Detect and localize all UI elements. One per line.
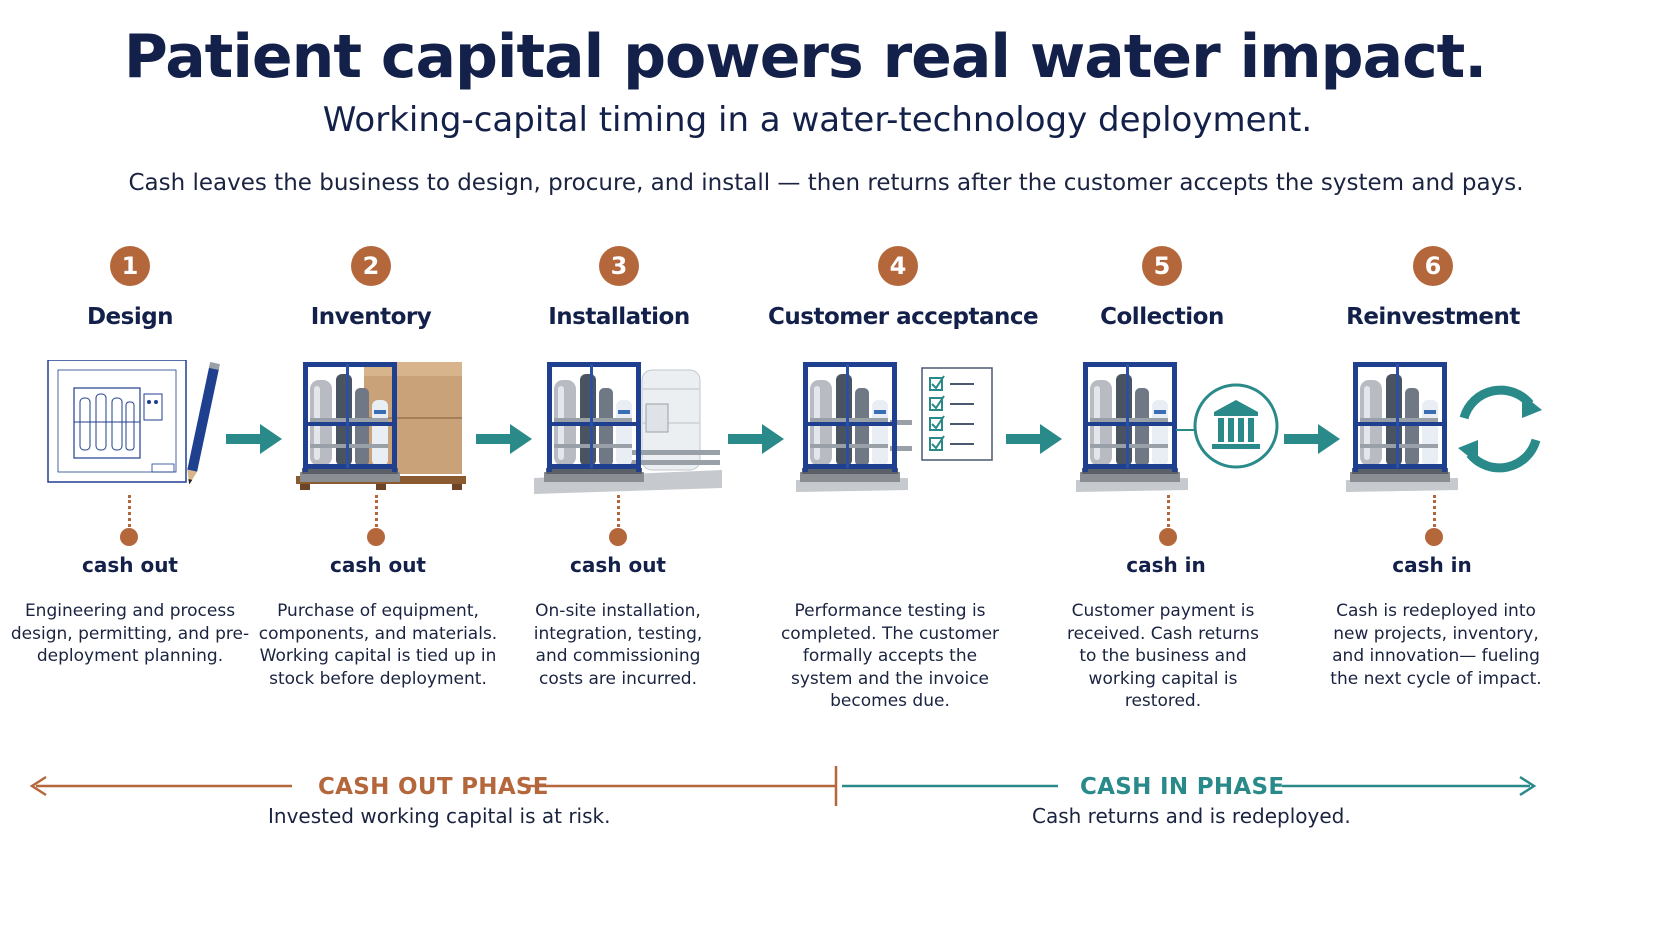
step-reinvestment: 6 Reinvestment [1303, 246, 1563, 330]
step-description: On-site installation, integration, testi… [533, 601, 703, 689]
phase-timeline [29, 766, 1537, 806]
cash-marker [608, 495, 628, 547]
water-skid-and-crate-icon [296, 362, 466, 490]
cash-direction-label: cash in [1392, 553, 1472, 577]
step-description: Cash is redeployed into new projects, in… [1330, 601, 1542, 689]
step-title: Installation [548, 304, 690, 330]
step-description: Customer payment is received. Cash retur… [1067, 601, 1259, 711]
step-title: Inventory [310, 304, 432, 330]
checklist-icon [796, 362, 993, 492]
page-lede: Cash leaves the business to design, proc… [128, 170, 1524, 196]
step-number-badge: 2 [351, 246, 391, 286]
cash-marker [366, 495, 386, 547]
step-description: Performance testing is completed. The cu… [780, 601, 1000, 711]
cash-direction-label: cash out [82, 553, 178, 577]
step-inventory: 2 Inventory [241, 246, 501, 330]
water-skid-and-tank-icon [534, 362, 722, 494]
page-subtitle: Working-capital timing in a water-techno… [322, 100, 1313, 140]
step-collection: 5 Collection [1032, 246, 1292, 330]
step-customer-acceptance: 4 Customer acceptance [768, 246, 1039, 330]
cash-marker [119, 495, 139, 547]
cycle-arrows-icon [1346, 362, 1542, 492]
cash-out-phase-subtitle: Invested working capital is at risk. [268, 804, 611, 828]
step-installation: 3 Installation [489, 246, 749, 330]
step-title: Collection [1100, 304, 1224, 330]
step-title: Reinvestment [1346, 304, 1520, 330]
cash-out-phase-title: CASH OUT PHASE [318, 774, 549, 800]
step-title: Design [86, 304, 174, 330]
step-design: 1 Design [0, 246, 260, 330]
flow-arrow-icon [476, 424, 532, 454]
step-number-badge: 5 [1142, 246, 1182, 286]
bank-icon [1076, 362, 1279, 492]
step-number-badge: 3 [599, 246, 639, 286]
cash-direction-label: cash out [330, 553, 426, 577]
step-title: Customer acceptance [768, 304, 1039, 330]
cash-in-phase-title: CASH IN PHASE [1080, 774, 1285, 800]
step-description: Purchase of equipment, components, and m… [258, 601, 498, 689]
cash-direction-label: cash out [570, 553, 666, 577]
cash-marker [1424, 495, 1444, 547]
step-number-badge: 6 [1413, 246, 1453, 286]
blueprint-and-pencil-icon [47, 360, 220, 485]
flow-arrow-icon [1284, 424, 1340, 454]
flow-arrow-icon [728, 424, 784, 454]
page-title: Patient capital powers real water impact… [123, 22, 1487, 92]
flow-arrow-icon [1006, 424, 1062, 454]
cash-direction-label: cash in [1126, 553, 1206, 577]
step-number-badge: 4 [878, 246, 918, 286]
flow-arrow-icon [226, 424, 282, 454]
cash-marker [1158, 495, 1178, 547]
step-description: Engineering and process design, permitti… [10, 601, 250, 666]
cash-in-phase-subtitle: Cash returns and is redeployed. [1032, 804, 1351, 828]
step-number-badge: 1 [110, 246, 150, 286]
